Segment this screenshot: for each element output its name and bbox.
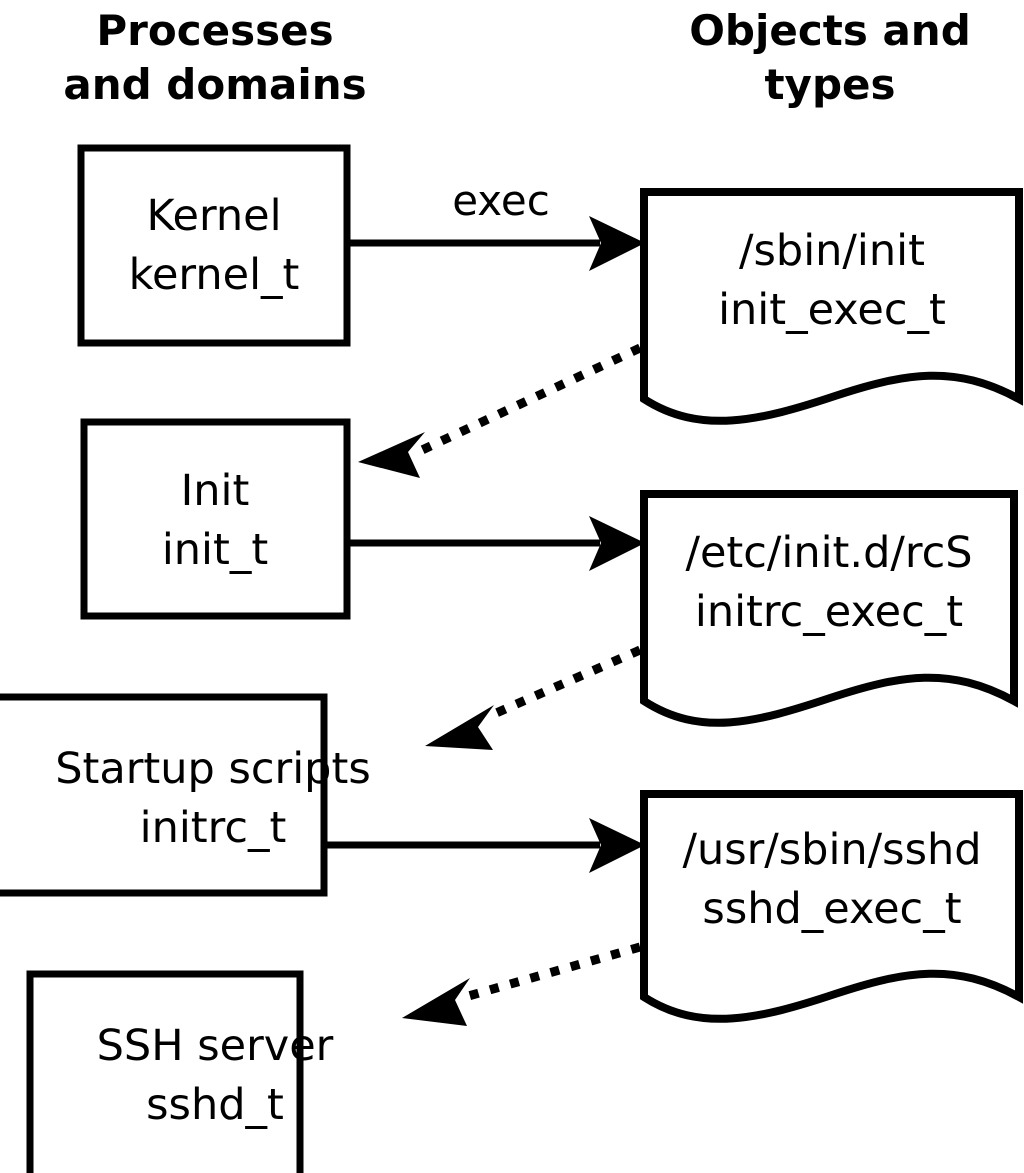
edge-kernel-to-init-exec: exec [348,176,645,271]
process-node-sshd[interactable]: SSH server sshd_t [26,970,334,1173]
object-doc-sshd-exec[interactable] [640,790,1023,1023]
object-doc-initrc-exec[interactable] [640,490,1018,727]
object-sshd-exec-line2: sshd_exec_t [702,884,961,934]
process-node-init[interactable]: Init init_t [80,418,351,620]
object-initrc-exec-line1: /etc/init.d/rcS [685,528,972,578]
edge-init-to-initrc-exec [348,516,645,571]
object-node-sshd-exec[interactable]: /usr/sbin/sshd sshd_exec_t [640,790,1023,1023]
process-kernel-line2: kernel_t [129,250,300,300]
right-column-heading: Objects and types [689,6,971,109]
object-node-initrc-exec[interactable]: /etc/init.d/rcS initrc_exec_t [640,490,1018,727]
process-box-init[interactable] [80,418,351,620]
edge-initrc-exec-to-initrc [425,645,642,750]
object-doc-init-exec[interactable] [640,188,1023,425]
process-node-kernel[interactable]: Kernel kernel_t [77,144,351,347]
right-heading-line2: types [764,60,895,109]
edge-line-transition-init [418,343,642,456]
left-column-heading: Processes and domains [63,6,366,109]
edge-sshd-exec-to-sshd [402,942,642,1026]
left-heading-line1: Processes [96,6,333,55]
left-heading-line2: and domains [63,60,366,109]
object-init-exec-line2: init_exec_t [718,285,946,335]
arrowhead-transition-initrc [425,705,494,750]
arrowhead-exec-initrc [589,818,645,873]
process-initrc-line2: initrc_t [140,803,287,853]
arrowhead-transition-sshd [402,978,470,1026]
edge-init-exec-to-init [358,343,642,478]
arrowhead-transition-init [358,432,425,478]
arrowhead-exec-kernel [589,216,645,271]
edge-initrc-to-sshd-exec [326,818,645,873]
process-kernel-line1: Kernel [146,191,281,241]
process-init-line2: init_t [162,525,268,575]
process-init-line1: Init [181,466,250,516]
process-box-sshd[interactable] [26,970,304,1173]
process-initrc-line1: Startup scripts [55,744,371,794]
edge-label-exec: exec [452,176,550,225]
object-init-exec-line1: /sbin/init [739,226,925,276]
process-node-initrc[interactable]: Startup scripts initrc_t [0,693,371,897]
right-heading-line1: Objects and [689,6,971,55]
process-box-kernel[interactable] [77,144,351,347]
edge-line-transition-initrc [485,645,642,722]
arrowhead-exec-init [589,516,645,571]
object-initrc-exec-line2: initrc_exec_t [695,587,963,637]
object-sshd-exec-line1: /usr/sbin/sshd [682,825,981,875]
process-box-initrc[interactable] [0,693,328,897]
process-sshd-line2: sshd_t [146,1080,284,1130]
edge-line-transition-sshd [463,942,642,1002]
process-sshd-line1: SSH server [97,1021,334,1071]
object-node-init-exec[interactable]: /sbin/init init_exec_t [640,188,1023,425]
